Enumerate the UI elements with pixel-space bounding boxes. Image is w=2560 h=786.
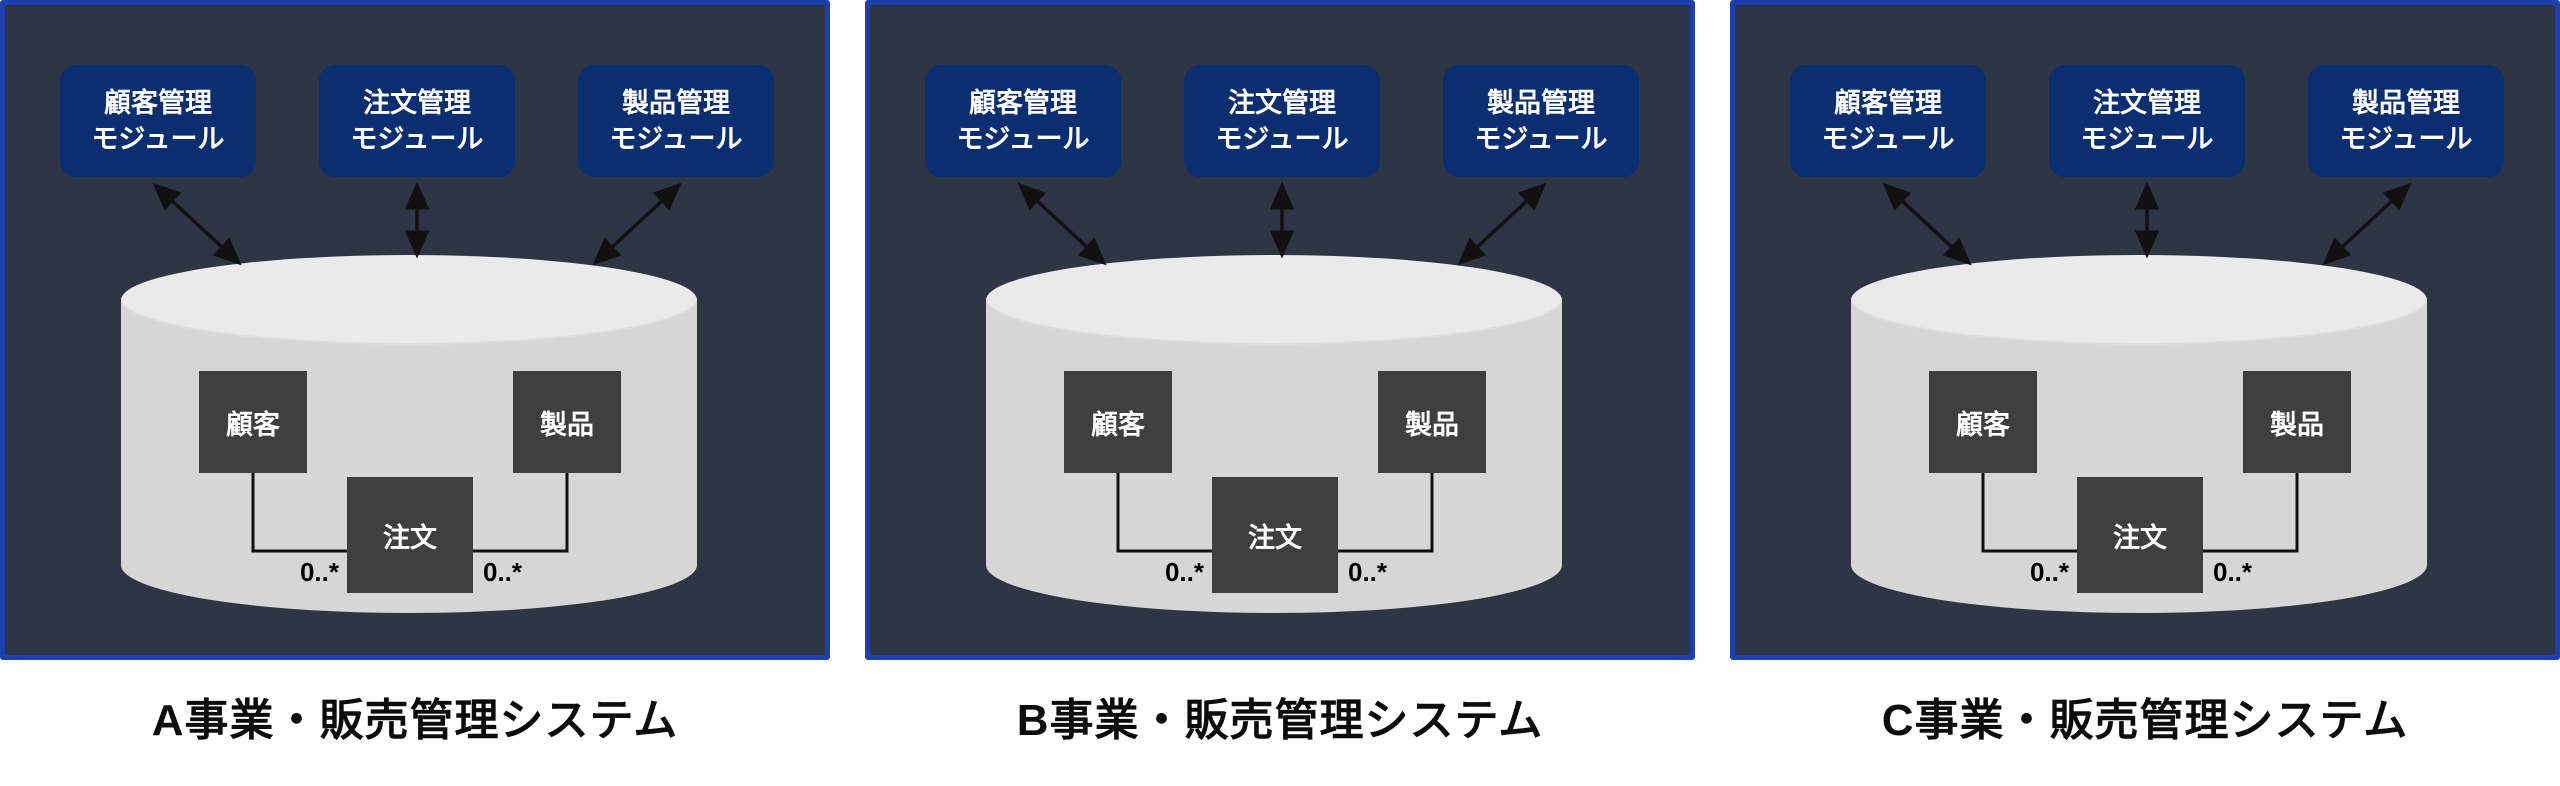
connector-layer [152, 181, 682, 553]
multiplicity-label-left: 0..* [299, 557, 339, 587]
relation-product-order [473, 471, 569, 553]
connector-layer [1017, 181, 1547, 553]
arrow-customer-module-db [1017, 182, 1107, 266]
product-module-box: 製品管理 モジュール [1443, 65, 1639, 177]
customer-module-box: 顧客管理 モジュール [1790, 65, 1986, 177]
system-c-panel: 顧客管理 モジュール 注文管理 モジュール 製品管理 モジュール 顧客 製品 注… [1730, 0, 2560, 660]
system-c: 顧客管理 モジュール 注文管理 モジュール 製品管理 モジュール 顧客 製品 注… [1730, 0, 2560, 748]
arrow-product-module-db [2322, 182, 2412, 266]
multiplicity-label-left: 0..* [2029, 557, 2069, 587]
relation-product-order [2203, 471, 2299, 553]
relation-customer-order [251, 471, 347, 553]
arrow-customer-module-db [1882, 182, 1972, 266]
connector-layer [1882, 181, 2412, 553]
systems-row: 顧客管理 モジュール 注文管理 モジュール 製品管理 モジュール 顧客 製品 注… [0, 0, 2560, 748]
order-module-box: 注文管理 モジュール [2049, 65, 2245, 177]
order-entity: 注文 [347, 477, 473, 593]
system-b: 顧客管理 モジュール 注文管理 モジュール 製品管理 モジュール 顧客 製品 注… [865, 0, 1695, 748]
product-entity: 製品 [513, 371, 621, 473]
arrow-product-module-db [592, 182, 682, 266]
system-b-panel: 顧客管理 モジュール 注文管理 モジュール 製品管理 モジュール 顧客 製品 注… [865, 0, 1695, 660]
product-entity: 製品 [1378, 371, 1486, 473]
customer-entity: 顧客 [1064, 371, 1172, 473]
database-cylinder-top [1851, 255, 2427, 345]
system-b-title: B事業・販売管理システム [1016, 696, 1544, 745]
multiplicity-label-left: 0..* [1164, 557, 1204, 587]
relation-customer-order [1116, 471, 1212, 553]
relation-customer-order [1981, 471, 2077, 553]
system-a-title: A事業・販売管理システム [151, 696, 679, 745]
multiplicity-label-right: 0..* [1348, 557, 1388, 587]
arrow-customer-module-db [152, 182, 242, 266]
product-module-box: 製品管理 モジュール [2308, 65, 2504, 177]
customer-entity: 顧客 [1929, 371, 2037, 473]
arrow-product-module-db [1457, 182, 1547, 266]
system-a-panel: 顧客管理 モジュール 注文管理 モジュール 製品管理 モジュール 顧客 製品 注… [0, 0, 830, 660]
product-entity: 製品 [2243, 371, 2351, 473]
system-a: 顧客管理 モジュール 注文管理 モジュール 製品管理 モジュール 顧客 製品 注… [0, 0, 830, 748]
multiplicity-label-right: 0..* [2213, 557, 2253, 587]
product-module-box: 製品管理 モジュール [578, 65, 774, 177]
order-module-box: 注文管理 モジュール [319, 65, 515, 177]
multiplicity-label-right: 0..* [483, 557, 523, 587]
database-cylinder-top [121, 255, 697, 345]
order-entity: 注文 [2077, 477, 2203, 593]
system-c-title: C事業・販売管理システム [1881, 696, 2409, 745]
customer-entity: 顧客 [199, 371, 307, 473]
customer-module-box: 顧客管理 モジュール [925, 65, 1121, 177]
order-entity: 注文 [1212, 477, 1338, 593]
database-cylinder-top [986, 255, 1562, 345]
order-module-box: 注文管理 モジュール [1184, 65, 1380, 177]
relation-product-order [1338, 471, 1434, 553]
customer-module-box: 顧客管理 モジュール [60, 65, 256, 177]
